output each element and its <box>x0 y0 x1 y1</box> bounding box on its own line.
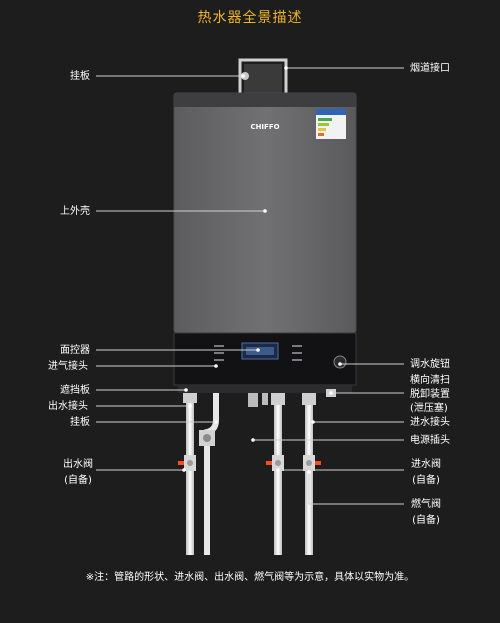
label-inlet-valve-note: (自备) <box>412 475 440 486</box>
power-plug <box>248 393 268 407</box>
label-gas-valve-note: (自备) <box>412 515 440 526</box>
label-gas-valve: 燃气阀 <box>411 499 441 510</box>
brand-logo: CHIFFO <box>250 123 279 131</box>
label-water-knob: 调水旋钮 <box>410 359 450 370</box>
label-baffle: 遮挡板 <box>60 385 90 396</box>
label-hanging-plate-bottom: 挂板 <box>70 417 90 428</box>
water-knob[interactable] <box>333 355 347 369</box>
label-cleaning-line2: 脱卸装置 <box>410 389 450 400</box>
label-control-panel: 面控器 <box>60 345 90 356</box>
label-outlet-valve-note: (自备) <box>64 475 92 486</box>
footnote: ※注：管路的形状、进水阀、出水阀、燃气阀等为示意，具体以实物为准。 <box>85 572 415 583</box>
label-water-outlet-joint: 出水接头 <box>48 401 88 412</box>
label-cleaning-line1: 横向清扫 <box>410 375 450 386</box>
label-gas-inlet-joint: 进气接头 <box>48 361 88 372</box>
leader-lines <box>96 67 404 505</box>
page-title: 热水器全景描述 <box>197 10 303 26</box>
gas-inlet-pipe <box>199 393 219 555</box>
label-inlet-valve: 进水阀 <box>411 459 441 470</box>
baffle-plate <box>178 385 352 393</box>
gas-pipe <box>302 393 321 555</box>
label-outer-shell: 上外壳 <box>60 206 90 217</box>
flue-interface <box>238 58 288 96</box>
label-outlet-valve: 出水阀 <box>63 459 93 470</box>
water-outlet-pipe <box>178 393 197 555</box>
label-power-plug: 电源插头 <box>410 435 450 446</box>
label-hanging-plate-top: 挂板 <box>70 71 90 82</box>
energy-label <box>316 109 346 139</box>
label-water-inlet-joint: 进水接头 <box>410 417 450 428</box>
water-inlet-pipe <box>266 393 285 555</box>
label-flue-interface: 烟道接口 <box>410 63 450 74</box>
label-cleaning-line3: (泄压塞) <box>410 403 448 414</box>
